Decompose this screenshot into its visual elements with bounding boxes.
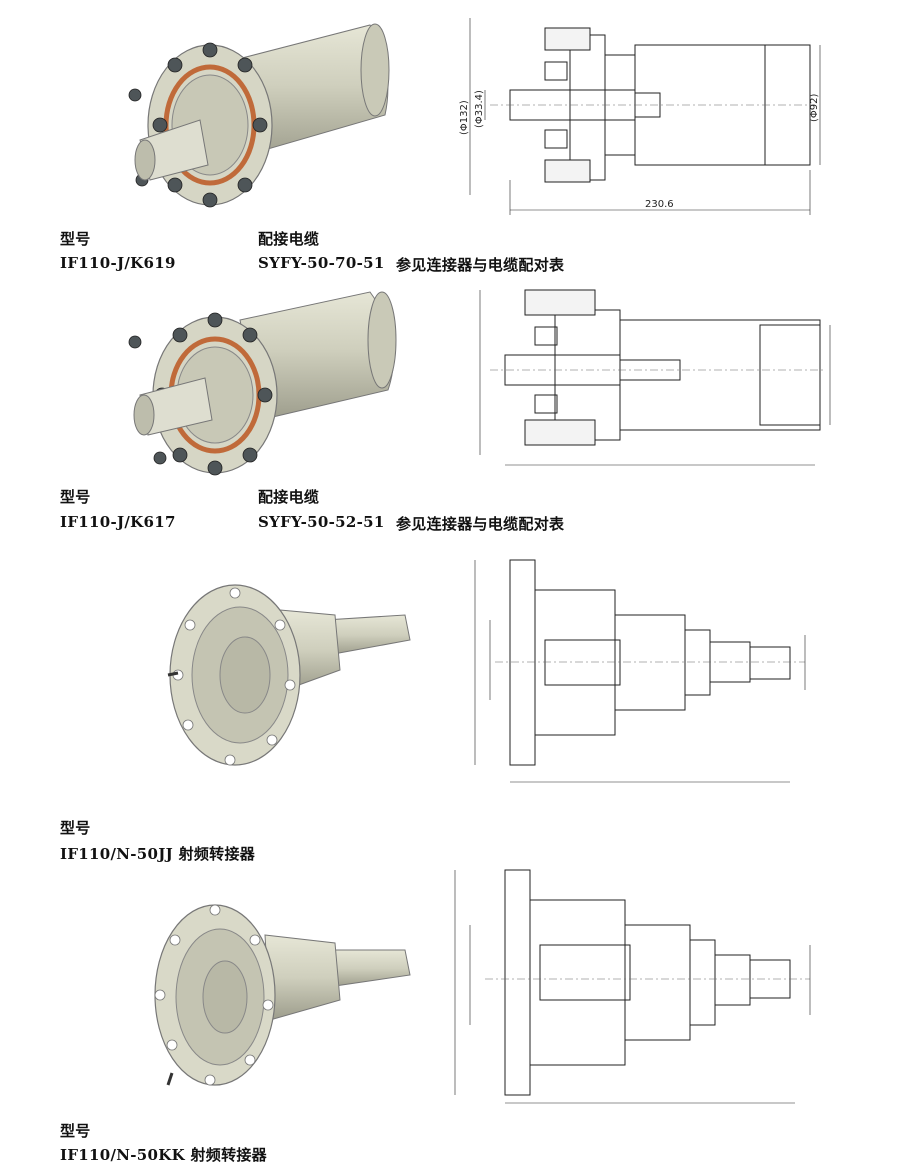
product-section-3: 型号 IF110/N-50JJ 射频转接器: [0, 545, 900, 865]
model-number: IF110-J/K617: [60, 513, 176, 531]
technical-drawing-4: [454, 869, 811, 1104]
cable-heading: 配接电缆: [258, 230, 320, 248]
model-number: IF110/N-50JJ 射频转接器: [60, 845, 256, 863]
dim-right: (Φ92): [809, 94, 820, 122]
cable-number: SYFY-50-70-51: [258, 254, 385, 272]
technical-drawing-2: [479, 289, 831, 466]
model-heading: 型号: [60, 1122, 91, 1140]
model-heading: 型号: [60, 230, 91, 248]
product-section-4: 型号 IF110/N-50KK 射频转接器: [0, 865, 900, 1167]
technical-drawing-1: (Φ132) (Φ33.4) (Φ92) 230.6: [459, 18, 821, 215]
dim-inner: (Φ33.4): [474, 90, 485, 128]
cable-number: SYFY-50-52-51: [258, 513, 385, 531]
pairing-note: 参见连接器与电缆配对表: [396, 256, 565, 274]
product-section-1: (Φ132) (Φ33.4) (Φ92) 230.6 型号 IF110-J/K6…: [0, 0, 900, 280]
product-render-3: [167, 584, 411, 766]
model-heading: 型号: [60, 819, 91, 837]
product-render-2: [128, 291, 397, 476]
dim-length: 230.6: [645, 199, 674, 210]
product-render-4: [154, 904, 411, 1086]
model-number: IF110/N-50KK 射频转接器: [60, 1146, 267, 1164]
product-section-2: 型号 IF110-J/K617 配接电缆 SYFY-50-52-51 参见连接器…: [0, 280, 900, 540]
product-render-1: [128, 23, 390, 208]
dim-outer: (Φ132): [459, 100, 470, 135]
model-number: IF110-J/K619: [60, 254, 176, 272]
cable-heading: 配接电缆: [258, 488, 320, 506]
model-heading: 型号: [60, 488, 91, 506]
technical-drawing-3: [474, 559, 806, 783]
pairing-note: 参见连接器与电缆配对表: [396, 515, 565, 533]
